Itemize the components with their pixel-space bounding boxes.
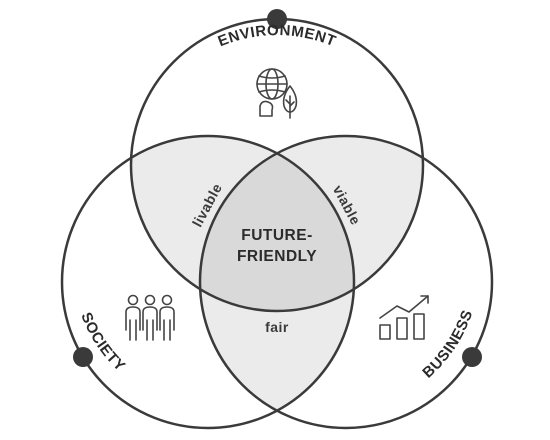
people-icon — [125, 294, 175, 341]
environment-marker — [267, 9, 287, 29]
business-label: BUSINESS — [419, 308, 476, 382]
business-marker — [462, 347, 482, 367]
overlap-center — [200, 136, 354, 311]
fair-label: fair — [265, 319, 289, 335]
center-label-line2: FRIENDLY — [237, 248, 317, 265]
business-circle — [198, 134, 494, 430]
bar-chart-growth-icon — [379, 295, 429, 340]
globe-tree-icon — [256, 68, 298, 119]
center-label-line1: FUTURE- — [241, 227, 313, 244]
society-marker — [73, 347, 93, 367]
society-circle — [60, 134, 356, 430]
